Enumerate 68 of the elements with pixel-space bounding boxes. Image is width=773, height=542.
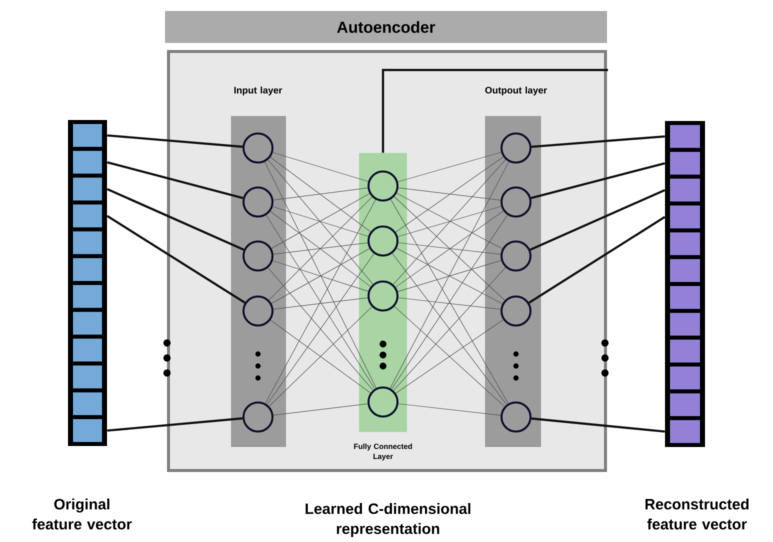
connection-line [398,260,502,292]
connection-line [391,214,508,390]
connection-line [270,320,371,394]
caption-text: Learned C-dimensional representation [306,503,470,537]
connection-line [396,248,503,304]
connection-line [398,242,501,255]
connection-line [273,188,368,200]
connection-line [396,192,503,250]
connection-line [398,188,501,200]
connection-line [395,210,504,288]
connection-line [531,135,665,148]
connection-line [268,160,374,284]
neuron-circle [242,296,274,326]
connection-line [270,211,371,287]
neuron-circle [368,280,398,312]
connection-line [271,193,370,249]
connection-line [382,68,608,153]
connection-line [107,417,243,432]
connection-line [266,214,376,390]
neuron-circle [500,402,532,432]
connection-line [270,156,371,232]
connection-line [273,298,368,310]
connection-line [268,267,374,391]
connection-line [273,404,368,416]
connection-line [106,161,244,200]
connection-line [393,267,506,391]
connection-line [271,248,370,304]
layer-label: Input layer [234,86,282,96]
connection-line [390,199,509,404]
title-band: Autoencoder [165,11,607,43]
neuron-circle [242,402,274,432]
connection-line [265,199,376,404]
connection-line [530,162,666,200]
layer-label: Outpout layer [485,86,547,96]
connection-line [531,417,665,433]
connection-line [398,403,501,416]
connection-line [393,159,506,285]
vector-caption: Original feature vector [32,498,132,530]
connection-line [390,161,510,389]
neuron-circle [368,226,398,256]
connection-line [268,306,372,407]
connection-line [398,206,502,237]
connection-line [392,253,507,405]
neuron-circle [368,170,398,202]
connection-line [268,196,372,300]
connection-line [107,134,243,148]
vector-caption: Reconstructed feature vector [646,498,749,530]
neuron-circle [500,240,532,272]
neuron-circle [368,386,398,418]
connection-line [395,156,504,232]
connection-line [398,152,502,182]
connection-line [394,306,505,407]
connection-line [396,319,504,394]
connection-line [394,196,506,301]
connection-line [272,206,368,237]
neuron-circle [500,296,532,326]
connection-line [266,253,374,405]
connection-line [272,260,369,292]
connection-line [273,242,368,254]
connection-line [272,152,368,182]
neuron-circle [242,240,274,272]
neuron-circle [242,132,274,164]
neuron-circle [500,186,532,218]
connection-line [264,162,376,388]
neuron-circle [500,132,532,164]
connection-line [530,189,666,251]
neuron-circle [242,186,274,218]
connection-line [398,297,501,310]
